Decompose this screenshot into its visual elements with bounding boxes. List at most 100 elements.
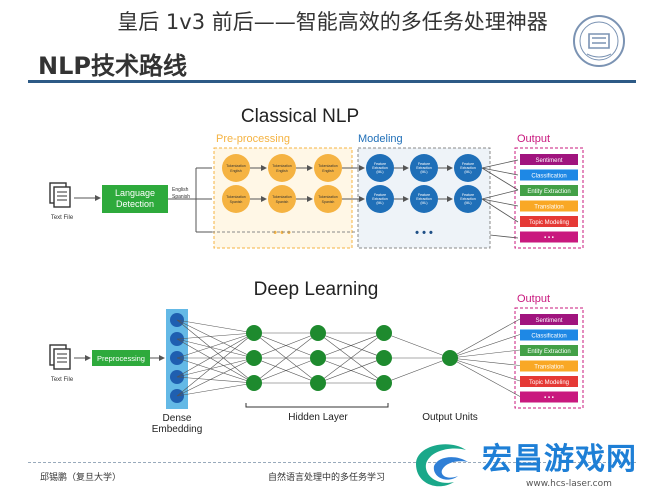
footer-topic: 自然语言处理中的多任务学习 <box>268 473 386 483</box>
classical-output-3 <box>520 200 578 212</box>
dense-label-line2: Embedding <box>152 424 203 435</box>
branch-lines <box>168 167 212 233</box>
deep-output-2 <box>520 345 578 356</box>
classical-output-5 <box>520 231 578 243</box>
svg-text:English: English <box>276 169 288 173</box>
svg-text:(ML): (ML) <box>464 170 471 174</box>
classical-output-label-2: Entity Extraction <box>527 189 570 195</box>
stage-output-classical: Output <box>517 133 550 145</box>
edge-dense-0-h1-2 <box>176 319 255 384</box>
edge-out-0 <box>449 318 521 359</box>
svg-text:(ML): (ML) <box>420 201 427 205</box>
edge-dense-4-h1-0 <box>176 332 255 397</box>
hidden-node-1-0 <box>310 325 326 341</box>
classical-output-1 <box>520 169 578 181</box>
svg-text:Tokenization: Tokenization <box>272 195 292 199</box>
deep-output-1 <box>520 329 578 341</box>
svg-text:English: English <box>322 169 334 173</box>
watermark-logo-icon <box>416 444 468 487</box>
svg-text:Spanish: Spanish <box>230 200 243 204</box>
language-detection-box <box>102 185 168 213</box>
model-node-row2-1: Feature Extraction (ML) <box>366 185 394 213</box>
svg-text:Feature: Feature <box>374 193 386 197</box>
classical-output-2 <box>520 185 578 196</box>
svg-text:Feature: Feature <box>374 162 386 166</box>
watermark-name: 宏昌游戏网 <box>482 442 637 477</box>
deep-output-5 <box>520 391 578 403</box>
university-seal-icon <box>573 15 625 67</box>
deep-output-label-4: Topic Modeling <box>529 380 569 386</box>
footer-author: 邱锡鹏（复旦大学） <box>40 473 122 483</box>
pre-node-row1-3: Tokenization English <box>314 154 342 182</box>
pre-node-row1-2: Tokenization English <box>268 154 296 182</box>
svg-text:(ML): (ML) <box>464 201 471 205</box>
hidden-node-1-1 <box>310 350 326 366</box>
edge-h1-2-1 <box>253 357 319 384</box>
stage-output-deep: Output <box>517 293 550 305</box>
text-file-label: Text File <box>51 215 74 221</box>
edge-out-5 <box>449 357 521 397</box>
edge-dense-2-h1-0 <box>176 332 255 359</box>
edge-h1-2-0 <box>253 332 319 384</box>
edge-dense-3-h1-0 <box>176 332 255 378</box>
classical-output-label-4: Topic Modeling <box>529 220 569 226</box>
deep-output-label-5: • • • <box>544 396 554 402</box>
hidden-layer-label: Hidden Layer <box>288 412 348 423</box>
edge-dense-3-h1-1 <box>176 357 255 378</box>
svg-text:(ML): (ML) <box>376 201 383 205</box>
branch-english: English <box>172 187 189 193</box>
edge-h3-2-out <box>383 357 451 384</box>
preprocessing-box-deep <box>92 350 150 366</box>
output-unit-node <box>442 350 458 366</box>
hidden-node-0-0 <box>246 325 262 341</box>
pre-node-row2-3: Tokenization Spanish <box>314 185 342 213</box>
classical-output-label-1: Classification <box>531 174 566 180</box>
svg-text:Spanish: Spanish <box>322 200 335 204</box>
pre-node-row2-2: Tokenization Spanish <box>268 185 296 213</box>
svg-text:(ML): (ML) <box>376 170 383 174</box>
svg-text:Tokenization: Tokenization <box>318 195 338 199</box>
edge-out-1 <box>449 334 521 359</box>
edge-dense-0-h1-1 <box>176 319 255 359</box>
classical-output-label-0: Sentiment <box>535 158 562 164</box>
text-file-label-deep: Text File <box>51 377 74 383</box>
edge-dense-1-h1-2 <box>176 338 255 384</box>
classical-output-label-5: • • • <box>544 236 554 242</box>
edge-h1-1-0 <box>253 332 319 359</box>
classical-fan-lines <box>481 159 519 239</box>
edge-dense-2-h1-2 <box>176 357 255 384</box>
classical-output-4 <box>520 216 578 227</box>
svg-text:English: English <box>230 169 242 173</box>
title-rule <box>28 80 636 83</box>
edge-dense-3-h1-2 <box>176 376 255 384</box>
pre-ellipsis: • • • <box>273 227 291 239</box>
edge-dense-0-h1-0 <box>176 319 255 334</box>
edge-h3-0-out <box>383 332 451 359</box>
svg-text:Feature: Feature <box>418 162 430 166</box>
edge-dense-1-h1-0 <box>176 332 255 340</box>
deep-output-label-2: Entity Extraction <box>527 349 570 355</box>
svg-text:Tokenization: Tokenization <box>272 164 292 168</box>
stage-preprocessing: Pre-processing <box>216 133 290 145</box>
svg-text:Tokenization: Tokenization <box>226 164 246 168</box>
classical-output-0 <box>520 154 578 165</box>
svg-text:Feature: Feature <box>462 193 474 197</box>
edge-dense-1-h1-1 <box>176 338 255 359</box>
edge-out-3 <box>449 357 521 366</box>
footer-rule <box>28 462 636 464</box>
classical-output-label-3: Translation <box>534 205 563 211</box>
edge-out-2 <box>449 349 521 359</box>
svg-text:Tokenization: Tokenization <box>318 164 338 168</box>
deep-output-label-3: Translation <box>534 365 563 371</box>
language-detection-line1: Language <box>115 188 155 198</box>
hidden-layer-bracket <box>245 403 389 408</box>
svg-text:Extraction: Extraction <box>460 197 476 201</box>
hidden-node-0-2 <box>246 375 262 391</box>
deep-output-3 <box>520 360 578 372</box>
hidden-node-2-1 <box>376 350 392 366</box>
svg-text:Extraction: Extraction <box>416 166 432 170</box>
deep-output-label-0: Sentiment <box>535 318 562 324</box>
slide-title: NLP技术路线 <box>38 52 187 80</box>
model-ellipsis: • • • <box>415 227 433 239</box>
preprocessing-label-deep: Preprocessing <box>97 354 145 363</box>
